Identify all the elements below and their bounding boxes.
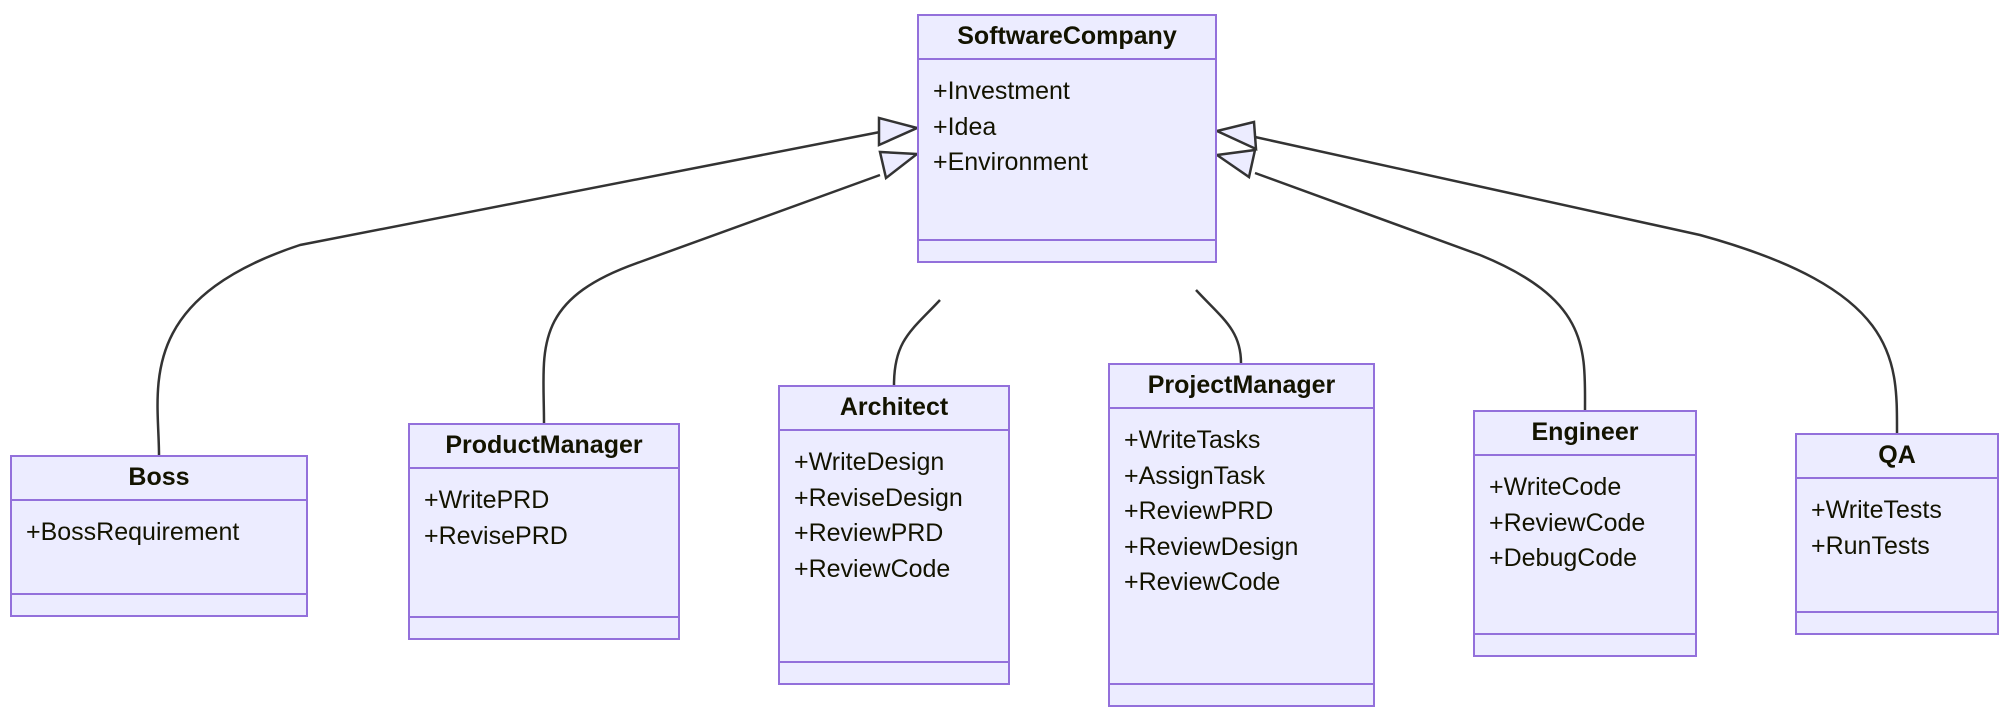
class-methods-architect <box>780 663 1008 683</box>
attribute-row: +RunTests <box>1811 531 1930 560</box>
attribute-row: +BossRequirement <box>26 518 240 546</box>
attribute-row: +WritePRD <box>424 486 550 514</box>
attribute-row: +ReviewPRD <box>794 519 944 547</box>
class-methods-engineer <box>1475 635 1695 655</box>
attribute-row: +WriteDesign <box>794 448 945 476</box>
attribute-row: +Idea <box>933 112 997 141</box>
uml-class-productmanager[interactable]: ProductManager +WritePRD +RevisePRD <box>408 423 680 640</box>
attribute-row: +WriteTasks <box>1124 426 1261 454</box>
class-attributes-architect: +WriteDesign +ReviseDesign +ReviewPRD +R… <box>780 431 1008 663</box>
class-methods-softwarecompany <box>919 241 1215 261</box>
attribute-row: +ReviseDesign <box>794 483 963 512</box>
class-methods-qa <box>1797 613 1997 633</box>
uml-class-engineer[interactable]: Engineer +WriteCode +ReviewCode +DebugCo… <box>1473 410 1697 657</box>
attribute-row: +Investment <box>933 77 1070 105</box>
attribute-row: +RevisePRD <box>424 521 568 550</box>
class-attributes-softwarecompany: +Investment +Idea +Environment <box>919 60 1215 241</box>
attribute-row: +WriteCode <box>1489 473 1622 501</box>
attribute-row: +ReviewDesign <box>1124 532 1299 561</box>
attribute-row: +DebugCode <box>1489 544 1638 572</box>
class-title-architect: Architect <box>780 387 1008 431</box>
class-title-softwarecompany: SoftwareCompany <box>919 16 1215 60</box>
attribute-row: +ReviewCode <box>1489 508 1646 537</box>
uml-class-projectmanager[interactable]: ProjectManager +WriteTasks +AssignTask +… <box>1108 363 1375 707</box>
attribute-row: +AssignTask <box>1124 461 1266 490</box>
class-methods-projectmanager <box>1110 685 1373 705</box>
class-attributes-projectmanager: +WriteTasks +AssignTask +ReviewPRD +Revi… <box>1110 409 1373 685</box>
class-methods-productmanager <box>410 618 678 638</box>
class-attributes-productmanager: +WritePRD +RevisePRD <box>410 469 678 618</box>
class-attributes-qa: +WriteTests +RunTests <box>1797 479 1997 613</box>
attribute-row: +ReviewCode <box>1124 568 1281 596</box>
class-methods-boss <box>12 595 306 615</box>
edge-productmanager-to-softwarecompany <box>542 150 921 424</box>
attribute-row: +ReviewCode <box>794 554 951 583</box>
class-title-projectmanager: ProjectManager <box>1110 365 1373 409</box>
attribute-row: +Environment <box>933 148 1088 176</box>
class-title-boss: Boss <box>12 457 306 501</box>
attribute-row: +WriteTests <box>1811 496 1942 524</box>
attribute-row: +ReviewPRD <box>1124 497 1274 525</box>
class-title-productmanager: ProductManager <box>410 425 678 469</box>
uml-class-architect[interactable]: Architect +WriteDesign +ReviseDesign +Re… <box>778 385 1010 685</box>
class-attributes-boss: +BossRequirement <box>12 501 306 595</box>
uml-class-softwarecompany[interactable]: SoftwareCompany +Investment +Idea +Envir… <box>917 14 1217 263</box>
uml-class-boss[interactable]: Boss +BossRequirement <box>10 455 308 617</box>
class-title-engineer: Engineer <box>1475 412 1695 456</box>
class-attributes-engineer: +WriteCode +ReviewCode +DebugCode <box>1475 456 1695 635</box>
class-title-qa: QA <box>1797 435 1997 479</box>
uml-class-qa[interactable]: QA +WriteTests +RunTests <box>1795 433 1999 635</box>
